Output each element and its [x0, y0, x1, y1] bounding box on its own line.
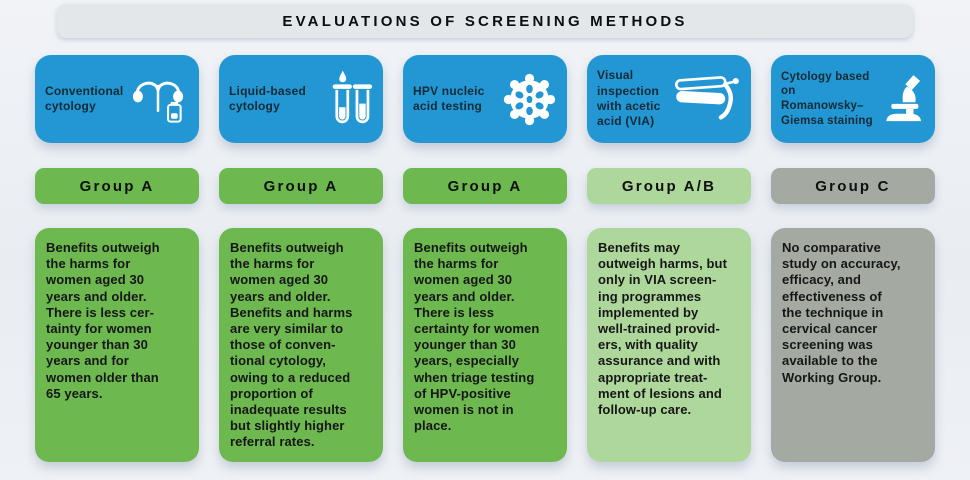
body-card: Benefits outweigh the harms for women ag…: [35, 228, 199, 462]
group-badge: Group A/B: [587, 168, 751, 204]
group-badge: Group C: [771, 168, 935, 204]
method-card: HPV nucleic acid testing: [403, 55, 567, 143]
speculum-icon: [674, 76, 739, 120]
body-text: Benefits outweigh the harms for women ag…: [230, 240, 353, 450]
column-romanowsky-giemsa-cytology: Cytology based on Romanowsky– Giemsa sta…: [771, 55, 935, 462]
column-liquid-based-cytology: Liquid-based cytology Group A Benefits o…: [219, 55, 383, 462]
method-label: Conventional cytology: [45, 83, 124, 113]
microscope-icon: [886, 75, 921, 122]
method-label: Visual inspection with acetic acid (VIA): [597, 68, 661, 129]
column-conventional-cytology: Conventional cytology Group A Benefits o…: [35, 55, 199, 462]
method-card: Conventional cytology: [35, 55, 199, 143]
column-hpv-nucleic-acid-testing: HPV nucleic acid testing: [403, 55, 567, 462]
body-card: Benefits outweigh the harms for women ag…: [219, 228, 383, 462]
body-text: No comparative study on accuracy, effica…: [782, 240, 901, 385]
group-badge: Group A: [35, 168, 199, 204]
column-visual-inspection-via: Visual inspection with acetic acid (VIA)…: [587, 55, 751, 462]
body-card: Benefits may outweigh harms, but only in…: [587, 228, 751, 462]
method-label: HPV nucleic acid testing: [413, 83, 485, 113]
test-tubes-icon: [332, 70, 373, 124]
columns-grid: Conventional cytology Group A Benefits o…: [35, 55, 935, 462]
body-card: Benefits outweigh the harms for women ag…: [403, 228, 567, 462]
body-text: Benefits outweigh the harms for women ag…: [46, 240, 160, 401]
body-text: Benefits may outweigh harms, but only in…: [598, 240, 728, 418]
method-card: Liquid-based cytology: [219, 55, 383, 143]
group-badge: Group A: [403, 168, 567, 204]
body-card: No comparative study on accuracy, effica…: [771, 228, 935, 462]
method-label: Cytology based on Romanowsky– Giemsa sta…: [781, 70, 873, 127]
page-title: EVALUATIONS OF SCREENING METHODS: [282, 12, 688, 30]
title-bar: EVALUATIONS OF SCREENING METHODS: [57, 4, 913, 38]
method-card: Visual inspection with acetic acid (VIA): [587, 55, 751, 143]
body-text: Benefits outweigh the harms for women ag…: [414, 240, 540, 434]
virus-icon: [503, 73, 556, 125]
method-card: Cytology based on Romanowsky– Giemsa sta…: [771, 55, 935, 143]
method-label: Liquid-based cytology: [229, 83, 307, 113]
group-badge: Group A: [219, 168, 383, 204]
uterus-specimen-icon: [132, 81, 184, 123]
